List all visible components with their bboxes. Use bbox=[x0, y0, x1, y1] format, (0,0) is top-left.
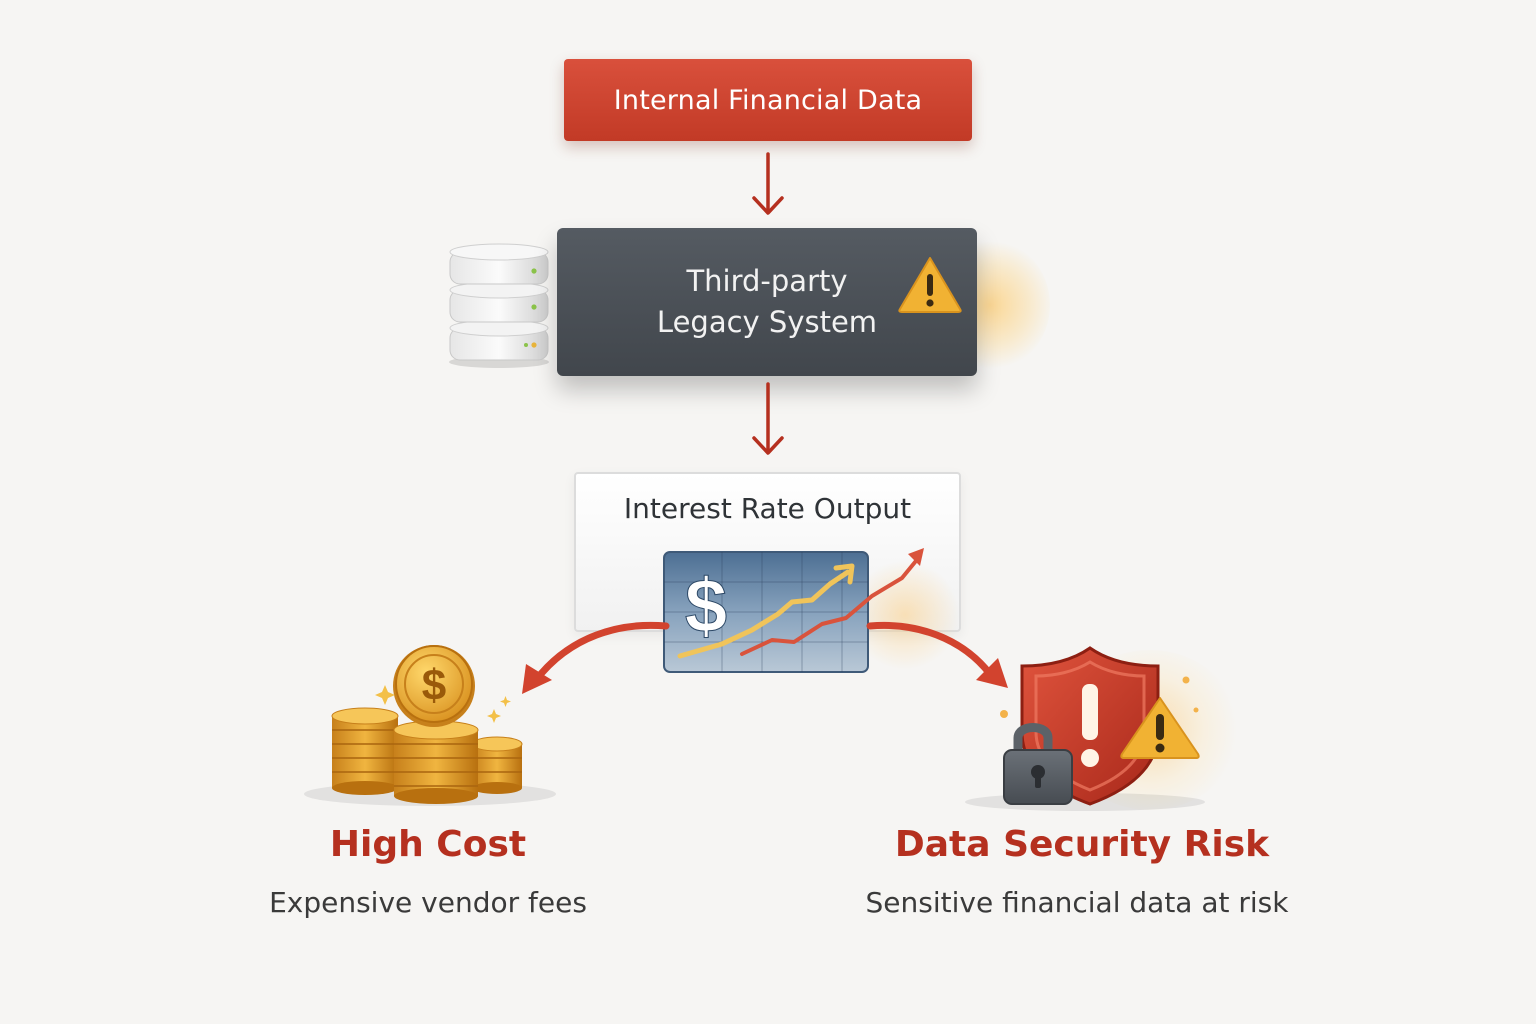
warning-triangle-icon bbox=[898, 257, 962, 313]
legacy-line-2: Legacy System bbox=[656, 305, 878, 339]
arrow-to-security-risk bbox=[866, 621, 1008, 688]
legacy-system-label: Third-party Legacy System bbox=[557, 228, 977, 376]
arrow-legacy-to-output bbox=[752, 382, 784, 455]
security-risk-title: Data Security Risk bbox=[894, 824, 1270, 865]
svg-text:$: $ bbox=[685, 564, 727, 649]
output-node-label: Interest Rate Output bbox=[623, 492, 912, 525]
shield-alert-icon bbox=[965, 646, 1205, 811]
source-node-label: Internal Financial Data bbox=[613, 84, 923, 116]
arrow-to-high-cost bbox=[522, 621, 670, 694]
security-risk-subtitle: Sensitive financial data at risk bbox=[865, 886, 1289, 919]
server-stack-icon bbox=[449, 243, 549, 368]
coin-stack-icon: $ bbox=[304, 645, 556, 806]
source-node: Internal Financial Data bbox=[564, 59, 972, 141]
high-cost-title: High Cost bbox=[329, 824, 527, 865]
high-cost-subtitle: Expensive vendor fees bbox=[269, 886, 587, 919]
svg-text:$: $ bbox=[422, 661, 446, 710]
arrow-source-to-legacy bbox=[752, 152, 784, 215]
legacy-line-1: Third-party bbox=[686, 264, 848, 298]
dollar-chart-icon: $ bbox=[663, 548, 924, 673]
